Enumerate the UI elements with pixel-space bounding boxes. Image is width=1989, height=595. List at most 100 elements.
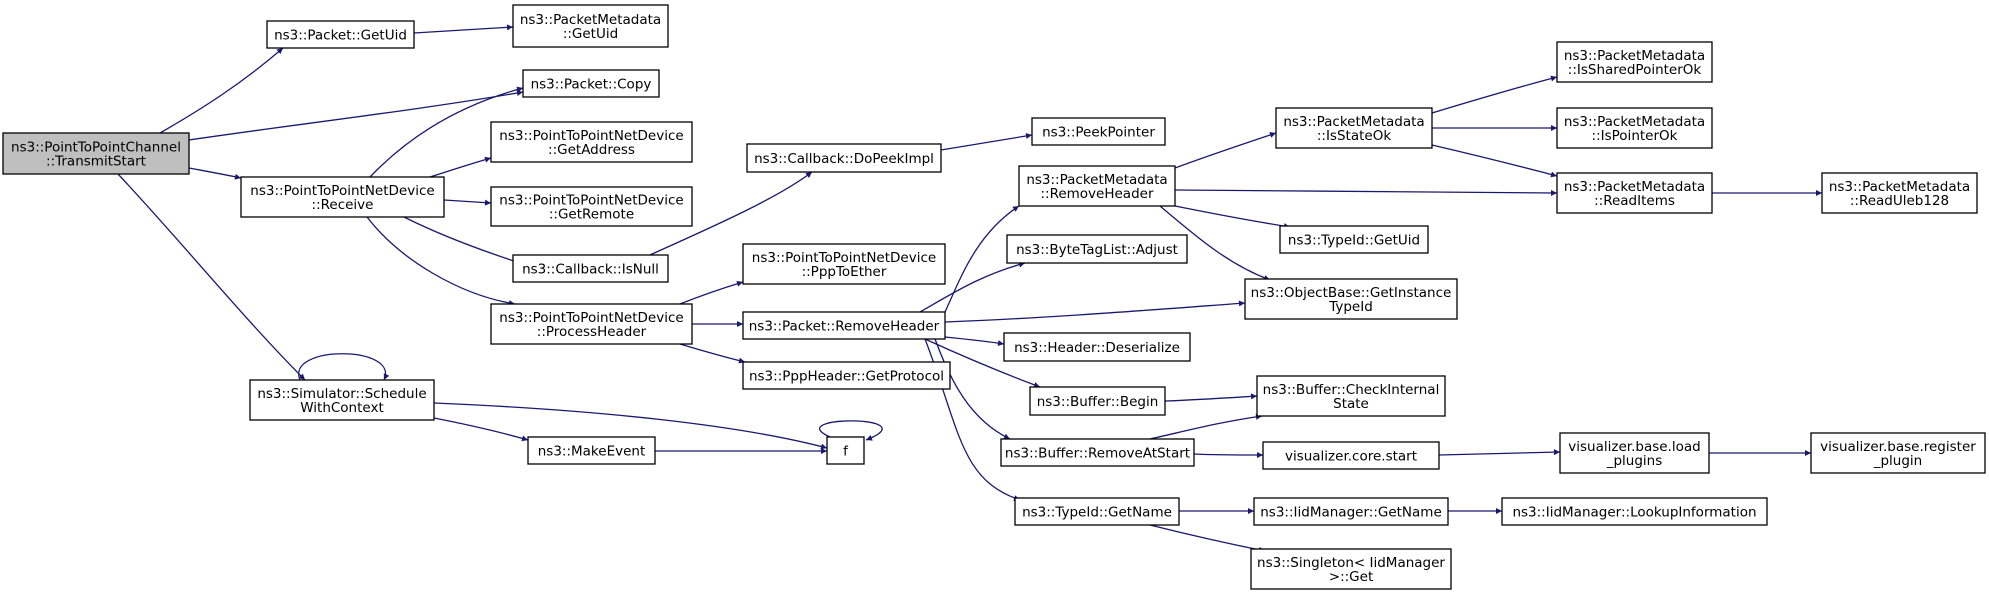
edge-line [679,343,746,364]
node-box [1014,497,1180,526]
node-box [490,303,693,345]
edge-transmitstart-to-p2p-receive [188,167,242,180]
node-box [826,436,865,465]
edge-line [1149,413,1263,440]
node-label-line: ns3::PeekPointer [1042,125,1155,141]
node-box [1018,165,1176,207]
node-label-line: _plugins [1606,453,1663,469]
node-box [1556,107,1713,149]
edge-line [369,86,524,178]
node-label-line: ::ProcessHeader [537,324,647,340]
node-label-line: ::RemoveHeader [1040,186,1153,202]
edge-line [188,90,524,141]
edge-p2p-processheader-to-p2p-ppptoether [679,280,744,305]
node-visualizer-core-start[interactable]: visualizer.core.start [1262,441,1440,470]
node-pppheader-getprotocol[interactable]: ns3::PppHeader::GetProtocol [742,361,951,390]
node-label-line: ns3::Packet::RemoveHeader [749,319,940,335]
edge-packet-removeheader-to-header-deserialize [944,336,1005,347]
edge-pm-removeheader-to-objectbase-getinstancetypeid [1159,205,1271,281]
node-label-line: ns3::PacketMetadata [1564,179,1705,195]
node-packet-removeheader[interactable]: ns3::Packet::RemoveHeader [742,311,946,340]
node-label-line: >::Get [1329,569,1373,585]
edge-line [1438,449,1561,456]
node-callback-dopeekimpl[interactable]: ns3::Callback::DoPeekImpl [746,143,942,173]
node-box [266,20,415,49]
node-label-line: ::Receive [312,197,374,213]
node-label-line: _plugin [1873,453,1923,469]
node-box [742,243,946,285]
node-label-line: ns3::Buffer::RemoveAtStart [1005,446,1190,462]
edge-buffer-removeatstart-to-buffer-checkinternalstate [1149,413,1263,440]
edge-line [366,216,516,306]
node-label-line: ns3::Buffer::CheckInternal [1263,382,1440,398]
node-label-line: ns3::Packet::Copy [531,77,652,93]
node-pm-isstateok[interactable]: ns3::PacketMetadata::IsStateOk [1275,107,1433,149]
node-pm-ispointerok[interactable]: ns3::PacketMetadata::IsPointerOk [1556,107,1713,149]
node-typeid-getname[interactable]: ns3::TypeId::GetName [1014,497,1180,526]
node-pm-readitems[interactable]: ns3::PacketMetadata::ReadItems [1556,172,1713,214]
node-pm-readuleb128[interactable]: ns3::PacketMetadata::ReadUleb128 [1821,172,1978,214]
edge-line [919,261,1026,313]
node-buffer-begin[interactable]: ns3::Buffer::Begin [1029,386,1166,416]
node-box [240,176,445,218]
edge-pm-removeheader-to-pm-isstateok [1174,132,1277,169]
node-pm-issharedpointerok[interactable]: ns3::PacketMetadata::IsSharedPointerOk [1556,41,1713,83]
node-box [1031,117,1166,146]
node-header-deserialize[interactable]: ns3::Header::Deserialize [1003,332,1191,362]
node-label-line: ::IsSharedPointerOk [1568,62,1702,78]
node-pm-removeheader[interactable]: ns3::PacketMetadata::RemoveHeader [1018,165,1176,207]
node-callback-isnull[interactable]: ns3::Callback::IsNull [512,254,669,283]
node-box [249,379,435,421]
node-visualizer-base-load-plugins[interactable]: visualizer.base.load_plugins [1559,432,1710,474]
node-label-line: WithContext [300,400,384,416]
edge-line [1431,144,1558,178]
node-box [490,121,693,163]
edge-pm-removeheader-to-typeid-getuid [1174,205,1291,230]
node-box [490,186,693,227]
edge-packet-removeheader-to-objectbase-getinstancetypeid [944,300,1246,323]
node-singleton-iidmanager-get[interactable]: ns3::Singleton< IidManager>::Get [1250,548,1452,590]
node-iidmanager-getname[interactable]: ns3::IidManager::GetName [1253,497,1449,526]
node-visualizer-base-register-plugin[interactable]: visualizer.base.register_plugin [1810,432,1986,474]
edge-line [819,420,883,441]
edge-transmitstart-to-packet-getuid [159,47,284,134]
node-box [1029,386,1166,416]
node-buffer-removeatstart[interactable]: ns3::Buffer::RemoveAtStart [1000,438,1195,467]
node-label-line: ns3::Packet::GetUid [274,28,407,44]
node-bytetaglist-adjust[interactable]: ns3::ByteTagList::Adjust [1006,234,1188,264]
node-makeevent[interactable]: ns3::MakeEvent [527,436,656,465]
node-label-line: TypeId [1328,299,1373,315]
node-packet-copy[interactable]: ns3::Packet::Copy [522,69,660,98]
node-label-line: ns3::TypeId::GetUid [1288,233,1420,249]
node-box [1003,332,1191,362]
edge-line [944,300,1246,323]
node-f[interactable]: f [826,436,865,465]
node-p2p-getremote[interactable]: ns3::PointToPointNetDevice::GetRemote [490,186,693,227]
node-box [1275,107,1433,149]
node-iidmanager-lookupinformation[interactable]: ns3::IidManager::LookupInformation [1501,497,1768,526]
node-label-line: visualizer.base.register [1820,439,1976,455]
node-box [527,436,656,465]
edge-buffer-removeatstart-to-visualizer-core-start [1193,451,1264,458]
node-typeid-getuid[interactable]: ns3::TypeId::GetUid [1279,225,1429,254]
edge-line [159,47,284,134]
node-peekpointer[interactable]: ns3::PeekPointer [1031,117,1166,146]
node-label-line: ns3::Buffer::Begin [1037,394,1159,410]
node-p2p-receive[interactable]: ns3::PointToPointNetDevice::Receive [240,176,445,218]
node-label-line: ns3::PointToPointNetDevice [499,310,683,326]
node-p2p-processheader[interactable]: ns3::PointToPointNetDevice::ProcessHeade… [490,303,693,345]
node-label-line: ::GetRemote [549,207,634,223]
node-packet-getuid[interactable]: ns3::Packet::GetUid [266,20,415,49]
node-p2p-getaddress[interactable]: ns3::PointToPointNetDevice::GetAddress [490,121,693,163]
edge-callback-isnull-to-callback-dopeekimpl [649,171,813,256]
node-box [1556,172,1713,214]
node-box [1556,41,1713,83]
node-p2p-ppptoether[interactable]: ns3::PointToPointNetDevice::PppToEther [742,243,946,285]
node-box [1559,432,1710,474]
node-transmitstart[interactable]: ns3::PointToPointChannel::TransmitStart [2,132,190,175]
node-pm-getuid[interactable]: ns3::PacketMetadata::GetUid [512,4,669,48]
edge-line [1164,393,1258,402]
